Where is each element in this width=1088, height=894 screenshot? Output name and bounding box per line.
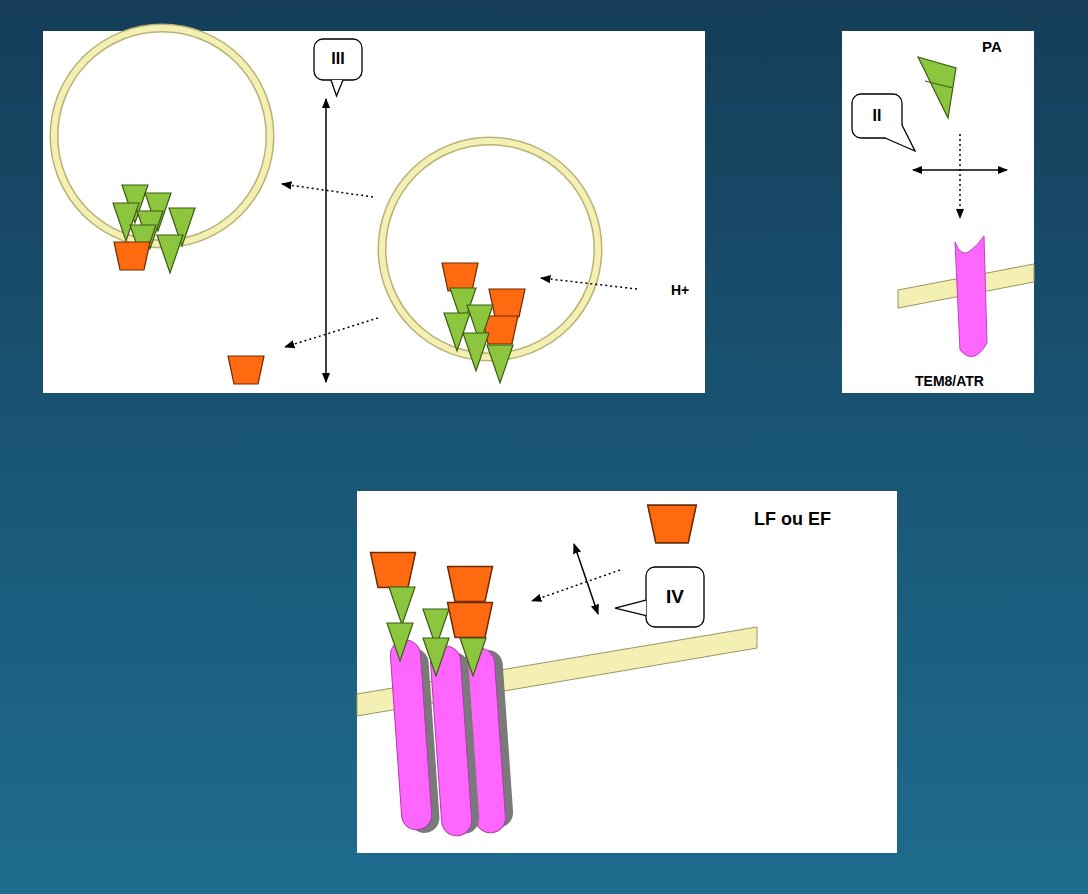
pa-heptamer: [387, 623, 413, 661]
receptor: [955, 236, 987, 357]
double-arrow: [325, 99, 327, 382]
double-arrow: [325, 99, 327, 382]
pa-pore-complex: [442, 263, 525, 383]
double-arrow: [574, 544, 598, 614]
pa-pore-complex: [444, 313, 470, 351]
panel: [357, 491, 897, 853]
endosome-membrane: [382, 141, 598, 357]
free-factor: [648, 505, 697, 543]
dotted-arrow: [959, 134, 961, 218]
pa-pore-complex: [114, 242, 150, 270]
pa-heptamer: [448, 567, 493, 602]
callout-tail: [331, 80, 343, 96]
part-label: LF ou EF: [753, 509, 832, 530]
part-label: H+: [670, 282, 690, 298]
callout-bubble: II: [851, 93, 903, 139]
dotted-arrow: [285, 318, 378, 347]
panel: [842, 31, 1034, 393]
callout-bubble: IV: [645, 566, 705, 628]
part-label: TEM8/ATR: [914, 373, 985, 389]
pa-pore-complex: [157, 235, 183, 273]
free-factor: [228, 356, 264, 384]
callout-tail: [885, 125, 915, 151]
part-label: PA: [981, 38, 1003, 55]
pa-heptamer: [389, 587, 415, 625]
pa-monomer: [925, 81, 953, 88]
pa-monomer: [918, 57, 956, 118]
callout-number: III: [331, 50, 344, 68]
callout-number: II: [873, 107, 882, 125]
dotted-arrow: [282, 184, 637, 347]
callout-tail: [331, 80, 343, 96]
receptor: [955, 236, 987, 357]
dotted-arrow: [532, 570, 620, 601]
callout-bubble: III: [313, 38, 363, 81]
dotted-arrow: [541, 278, 637, 289]
free-factor: [228, 356, 264, 384]
pa-heptamer: [460, 638, 486, 676]
callout-outline: [314, 39, 362, 80]
dotted-arrow: [282, 184, 373, 197]
pa-pore-complex: [442, 263, 478, 291]
receptor: [389, 639, 514, 837]
callout-outline: [646, 567, 704, 627]
panel: [43, 31, 1034, 853]
pa-monomer: [918, 57, 956, 118]
callout-tail: [885, 125, 915, 151]
double-arrow: [913, 169, 1007, 171]
pa-heptamer: [448, 603, 493, 638]
callout-tail: [615, 600, 646, 616]
pa-heptamer: [371, 553, 493, 677]
callout-tail: [615, 600, 646, 616]
endosome-membrane: [382, 141, 598, 357]
double-arrow: [913, 169, 1007, 171]
pa-pore-complex: [463, 333, 489, 371]
dotted-arrow: [532, 570, 620, 601]
pa-pore-complex: [489, 289, 525, 317]
receptor: [389, 639, 432, 831]
pa-pore-complex: [113, 185, 195, 273]
dotted-arrow: [959, 134, 961, 218]
callout-number: IV: [666, 587, 684, 608]
pa-heptamer: [371, 553, 416, 588]
panel: [43, 31, 705, 393]
pa-pore-complex: [487, 345, 513, 383]
pa-heptamer: [423, 638, 449, 676]
double-arrow: [574, 544, 598, 614]
free-factor: [648, 505, 697, 543]
